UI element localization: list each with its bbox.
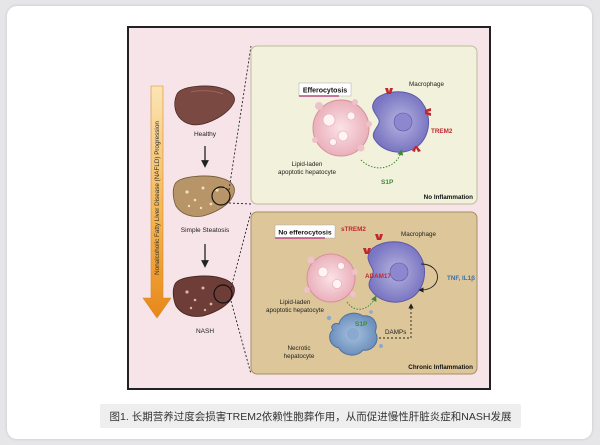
apoptotic-hepatocyte-cell-bottom: [304, 253, 358, 303]
cytokines-label: TNF, IL1β: [447, 275, 475, 282]
steatosis-liver-icon: [172, 175, 235, 217]
stage-label-nash: NASH: [196, 328, 214, 335]
hepatocyte-label-top-1: Lipid-laden: [292, 161, 323, 168]
necrotic-hepatocyte-cell: [326, 310, 383, 356]
efferocytosis-label: Efferocytosis: [303, 88, 347, 95]
progression-label: Nonalcoholic Fatty Liver Disease (NAFLD)…: [154, 121, 161, 275]
adam17-label: ADAM17: [365, 273, 391, 280]
necrotic-label-1: Necrotic: [287, 345, 310, 352]
damps-arrow: [379, 303, 414, 339]
macrophage-label-bottom: Macrophage: [401, 231, 437, 238]
top-panel: Efferocytosis Macrophage TREM2 Lipid-lad…: [250, 45, 478, 205]
no-efferocytosis-label: No efferocytosis: [278, 230, 331, 237]
strem2-label: sTREM2: [341, 226, 366, 233]
no-inflammation-label: No Inflammation: [424, 194, 473, 201]
s1p-label-top: S1P: [381, 179, 394, 186]
progression-arrow: [142, 85, 172, 319]
nafld-figure: Nonalcoholic Fatty Liver Disease (NAFLD)…: [127, 26, 491, 390]
zoom-lines: [228, 45, 252, 375]
chronic-inflammation-label: Chronic Inflammation: [408, 364, 473, 371]
bottom-panel: No efferocytosis sTREM2 Macrophage ADAM1…: [250, 211, 478, 375]
cytokine-feedback-arrow: [418, 263, 438, 293]
s1p-arrow-bottom: [346, 295, 377, 310]
damps-label: DAMPs: [385, 329, 406, 336]
nafld-diagram: Nonalcoholic Fatty Liver Disease (NAFLD)…: [142, 45, 478, 375]
figure-caption: 图1. 长期营养过度会损害TREM2依赖性胞葬作用，从而促进慢性肝脏炎症和NAS…: [109, 410, 512, 423]
macrophage-cell-bottom: [363, 234, 426, 303]
s1p-label-bottom: S1P: [355, 321, 368, 328]
content-card: Nonalcoholic Fatty Liver Disease (NAFLD)…: [7, 6, 592, 439]
hepatocyte-label-bottom-1: Lipid-laden: [280, 299, 311, 306]
macrophage-cell-top: [372, 88, 431, 153]
macrophage-label-top: Macrophage: [409, 81, 445, 88]
hepatocyte-label-bottom-2: apoptotic hepatocyte: [266, 307, 325, 314]
hepatocyte-label-top-2: apoptotic hepatocyte: [278, 169, 337, 176]
healthy-liver-icon: [174, 85, 235, 126]
trem2-label: TREM2: [431, 128, 453, 135]
nash-liver-icon: [172, 275, 235, 317]
stage-label-steatosis: Simple Steatosis: [181, 227, 230, 234]
apoptotic-hepatocyte-cell: [312, 99, 372, 157]
figure-caption-bar: 图1. 长期营养过度会损害TREM2依赖性胞葬作用，从而促进慢性肝脏炎症和NAS…: [100, 404, 521, 428]
stage-label-healthy: Healthy: [194, 131, 217, 138]
necrotic-label-2: hepatocyte: [284, 353, 315, 360]
s1p-arrow-top: [360, 149, 404, 169]
